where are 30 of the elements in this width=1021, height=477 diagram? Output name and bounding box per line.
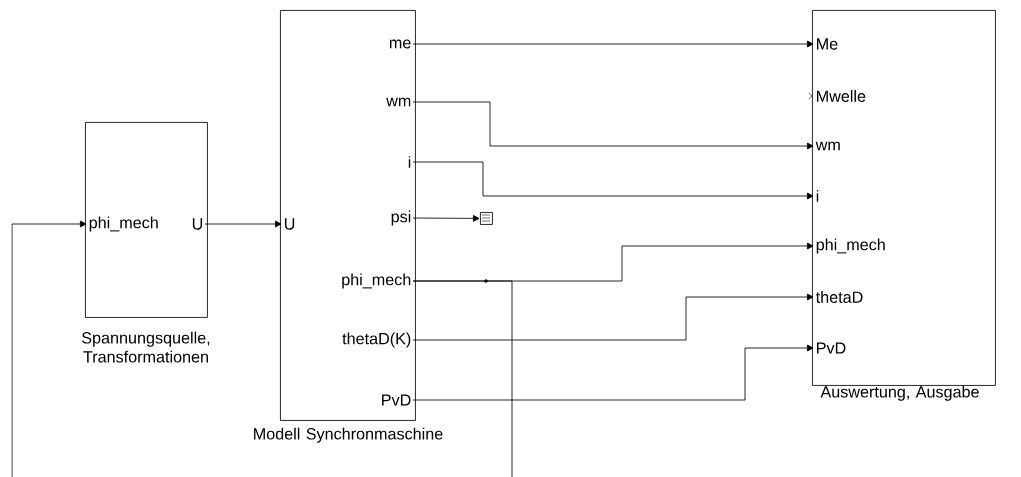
port-label: phi_mech bbox=[342, 273, 411, 289]
block-caption: Auswertung, Ausgabe bbox=[820, 385, 979, 401]
signal-line bbox=[11, 220, 87, 477]
signal-line bbox=[204, 220, 282, 228]
port-label: me bbox=[389, 39, 411, 49]
port-label: U bbox=[192, 218, 203, 230]
signal-line bbox=[412, 280, 513, 477]
signal-line bbox=[412, 40, 814, 48]
port-label: phi_mech bbox=[89, 216, 158, 232]
port-label: psi bbox=[391, 210, 411, 226]
block-caption: Spannungsquelle, Transformationen bbox=[82, 331, 210, 363]
block-caption: Modell Synchronmaschine bbox=[254, 427, 443, 443]
port-label: i bbox=[408, 156, 411, 168]
signal-line bbox=[412, 101, 814, 150]
terminator-block bbox=[480, 212, 493, 225]
port-label: PvD bbox=[382, 394, 411, 406]
signal-line bbox=[412, 215, 480, 222]
port-label: thetaD(K) bbox=[342, 332, 411, 348]
signal-line bbox=[412, 344, 814, 401]
port-label: Me bbox=[817, 38, 838, 50]
signal-line bbox=[412, 293, 814, 341]
port-label: wm bbox=[815, 141, 840, 151]
port-label: i bbox=[816, 190, 819, 202]
port-label: U bbox=[284, 218, 295, 230]
port-label: wm bbox=[386, 97, 411, 107]
port-label: thetaD bbox=[815, 291, 863, 303]
signal-line bbox=[412, 161, 814, 200]
port-label: PvD bbox=[817, 342, 846, 354]
port-label: Mwelle bbox=[817, 90, 866, 102]
port-label: phi_mech bbox=[816, 238, 885, 254]
